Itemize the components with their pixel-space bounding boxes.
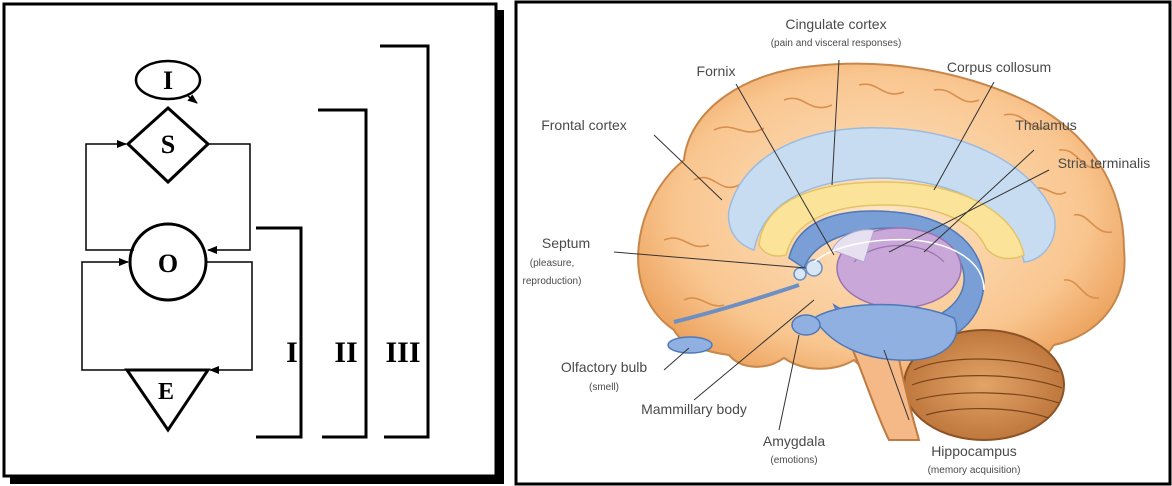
flow-diagram-panel: I S O E I II III	[0, 0, 506, 486]
initial-node-label: I	[163, 66, 173, 95]
amygdala	[792, 315, 820, 335]
brain-figure: Cingulate cortex (pain and visceral resp…	[514, 0, 1172, 486]
bracket-iii-label: III	[385, 336, 420, 369]
label-frontal-cortex: Frontal cortex	[541, 117, 627, 133]
brain-figure-panel: Cingulate cortex (pain and visceral resp…	[514, 0, 1172, 486]
flow-diagram: I S O E I II III	[0, 0, 506, 486]
label-septum-note-1: (pleasure,	[530, 258, 574, 269]
label-septum: Septum	[542, 235, 590, 251]
label-fornix: Fornix	[697, 63, 736, 79]
operation-node-label: O	[158, 249, 178, 278]
anterior-node	[794, 268, 806, 280]
bracket-ii-label: II	[334, 336, 357, 369]
label-thalamus: Thalamus	[1015, 117, 1076, 133]
septum-node	[806, 260, 822, 276]
label-stria-terminalis: Stria terminalis	[1058, 155, 1151, 171]
label-corpus-collosum: Corpus collosum	[947, 59, 1051, 75]
bracket-i-label: I	[286, 336, 298, 369]
label-hippocampus: Hippocampus	[931, 443, 1017, 459]
label-amygdala: Amygdala	[763, 433, 825, 449]
label-amygdala-note: (emotions)	[770, 455, 817, 466]
label-mammillary-body: Mammillary body	[641, 401, 747, 417]
label-cingulate-cortex: Cingulate cortex	[785, 16, 886, 32]
label-olfactory-bulb-note: (smell)	[589, 382, 619, 393]
olfactory-bulb	[668, 337, 712, 353]
start-node-label: S	[161, 130, 175, 159]
label-hippocampus-note: (memory acquisition)	[928, 465, 1021, 476]
label-cingulate-cortex-note: (pain and visceral responses)	[771, 38, 902, 49]
label-septum-note-2: reproduction)	[523, 276, 582, 287]
end-node-label: E	[158, 379, 174, 405]
label-olfactory-bulb: Olfactory bulb	[561, 359, 648, 375]
